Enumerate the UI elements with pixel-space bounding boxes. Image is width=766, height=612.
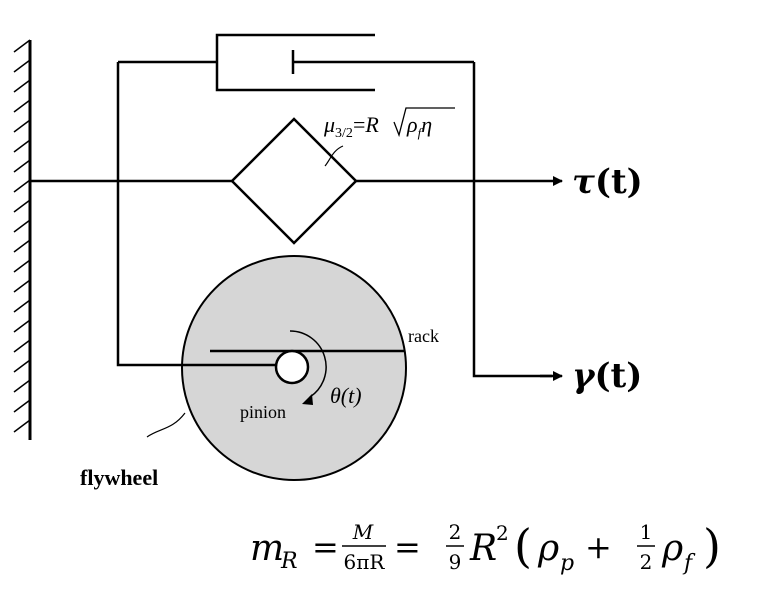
svg-text:+: +: [585, 528, 612, 566]
frame-left-link: [116, 62, 294, 367]
svg-text:1: 1: [640, 520, 653, 544]
tau-label: τ(t): [572, 162, 643, 202]
flywheel-leader: [146, 412, 186, 438]
rack-label: rack: [408, 326, 439, 346]
svg-text:M: M: [352, 520, 374, 544]
mu-label: μ3/2=R ρfη: [323, 107, 455, 141]
svg-text:): ): [703, 519, 721, 573]
pinion-label: pinion: [240, 402, 286, 422]
theta-label: θ(t): [330, 383, 362, 408]
svg-text:(: (: [514, 519, 532, 573]
frame-right-link: [472, 62, 552, 378]
mu-leader: [324, 145, 344, 167]
svg-text:2: 2: [640, 550, 653, 574]
svg-text:ρ: ρ: [537, 528, 559, 569]
svg-text:6πR: 6πR: [344, 550, 386, 574]
svg-text:9: 9: [449, 550, 462, 574]
ground-wall: [13, 39, 32, 440]
svg-text:2: 2: [449, 520, 462, 544]
svg-text:f: f: [682, 551, 696, 576]
svg-text:=: =: [312, 528, 339, 566]
pinion-gear: [274, 349, 310, 385]
svg-text:2: 2: [496, 521, 509, 545]
mass-formula: m R = M 6πR = 2 9 R 2 ( ρ p + 1 2 ρ f ): [250, 519, 721, 576]
diamond-element: [230, 117, 358, 245]
gamma-label: γ(t): [572, 356, 642, 396]
flywheel-label: flywheel: [80, 465, 158, 490]
svg-text:=: =: [394, 528, 421, 566]
theta-arrowhead: [302, 394, 313, 405]
svg-text:R: R: [280, 549, 298, 574]
dashpot: [118, 33, 474, 92]
theta-rotation-arrow: [289, 330, 327, 398]
svg-text:R: R: [469, 528, 497, 569]
svg-text:m: m: [250, 528, 284, 569]
svg-text:ρ: ρ: [661, 528, 683, 569]
svg-text:ρfη: ρfη: [406, 112, 432, 140]
svg-text:p: p: [560, 551, 574, 576]
svg-text:μ3/2=R: μ3/2=R: [323, 112, 379, 141]
